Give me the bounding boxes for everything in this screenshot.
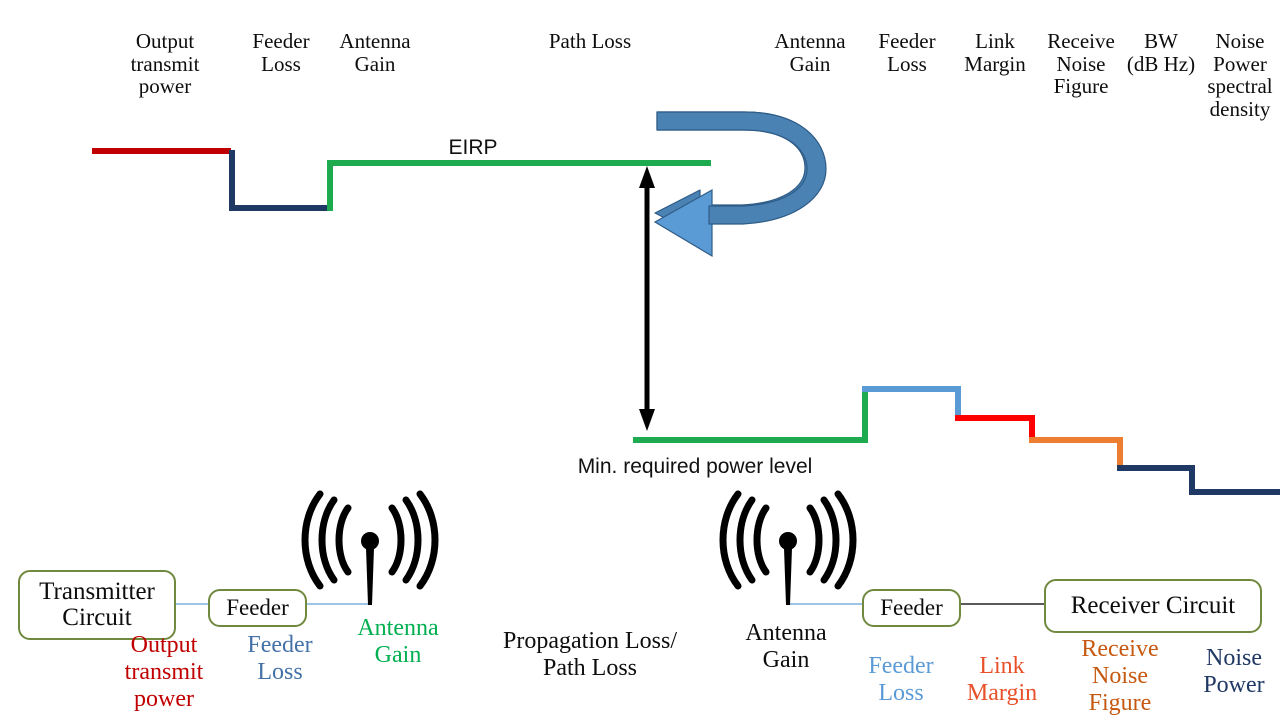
min-required-power-level-label: Min. required power level <box>577 455 813 478</box>
legend-output-transmit-power: Output transmit power <box>124 632 204 712</box>
legend-antenna-gain-tx: Antenna Gain <box>357 615 439 668</box>
transmitter-circuit-box[interactable]: Transmitter Circuit <box>18 570 176 640</box>
header-bw: BW (dB Hz) <box>1126 29 1196 76</box>
header-feeder-loss-rx: Feeder Loss <box>878 29 936 76</box>
legend-feeder-loss-tx: Feeder Loss <box>247 632 313 685</box>
legend-antenna-gain-rx: Antenna Gain <box>745 620 827 673</box>
legend-receive-noise-figure: Receive Noise Figure <box>1081 636 1159 716</box>
header-antenna-gain-tx: Antenna Gain <box>339 29 411 76</box>
double-headed-arrow-icon <box>639 166 655 431</box>
eirp-label: EIRP <box>448 136 498 159</box>
legend-feeder-loss-rx: Feeder Loss <box>868 653 934 706</box>
header-path-loss: Path Loss <box>548 29 632 53</box>
header-output-transmit-power: Output transmit power <box>130 29 200 99</box>
antenna-icon <box>301 490 439 605</box>
legend-noise-power: Noise Power <box>1203 645 1265 698</box>
header-link-margin: Link Margin <box>964 29 1026 76</box>
rx-waterfall-trace <box>633 386 1280 495</box>
legend-propagation-loss: Propagation Loss/ Path Loss <box>503 628 677 681</box>
tx-waterfall-trace <box>92 148 711 211</box>
curved-arrow-icon <box>653 111 827 258</box>
feeder-rx-box[interactable]: Feeder <box>862 589 961 627</box>
legend-link-margin: Link Margin <box>966 653 1038 706</box>
header-noise-power-spectral-density: Noise Power spectral density <box>1207 29 1273 122</box>
receiver-circuit-box[interactable]: Receiver Circuit <box>1044 579 1262 633</box>
header-receive-noise-figure: Receive Noise Figure <box>1047 29 1115 99</box>
feeder-tx-box[interactable]: Feeder <box>208 589 307 627</box>
header-antenna-gain-rx: Antenna Gain <box>774 29 846 76</box>
antenna-icon <box>719 490 857 605</box>
header-feeder-loss-tx: Feeder Loss <box>252 29 310 76</box>
